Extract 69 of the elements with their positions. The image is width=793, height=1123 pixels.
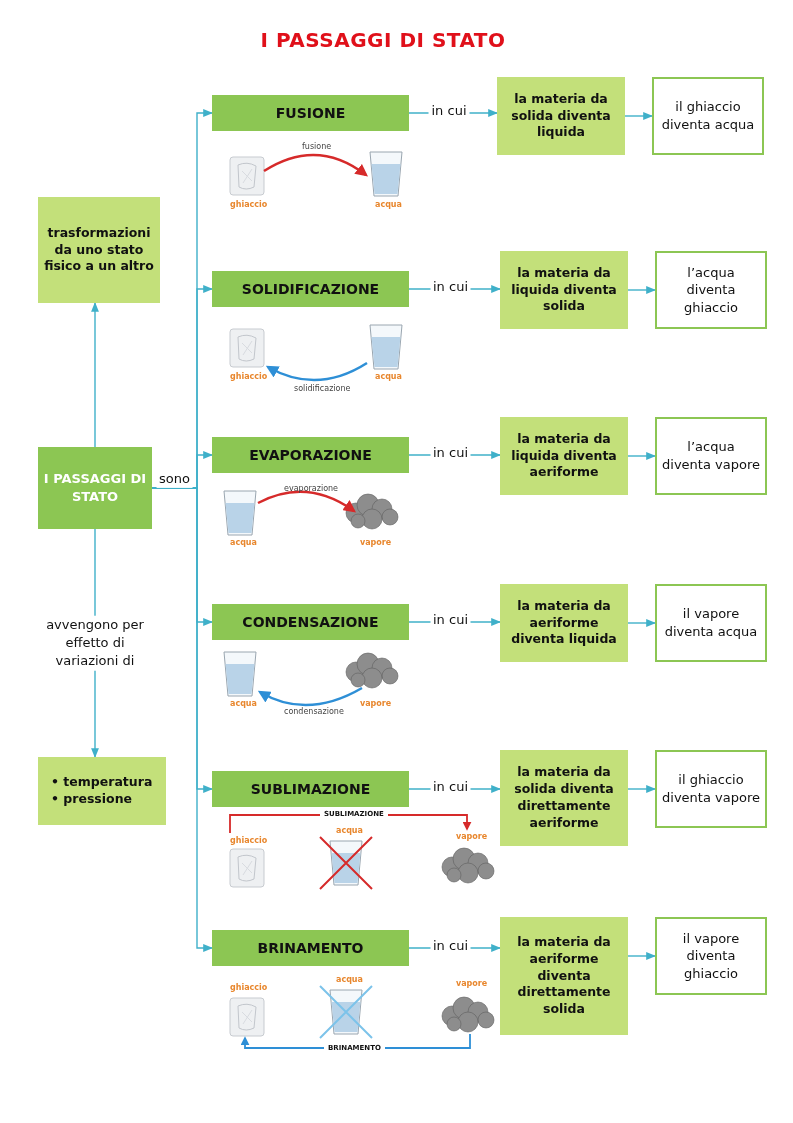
connector-arrow <box>627 286 656 294</box>
topic-box <box>38 447 152 529</box>
box-text: CONDENSAZIONE <box>242 612 379 632</box>
drawing-label: evaporazione <box>284 485 339 493</box>
connector-arrow <box>91 302 99 448</box>
connector-arrow <box>627 952 656 960</box>
example-box <box>655 917 767 995</box>
box-text: la materia da liquida diventa solida <box>510 264 618 316</box>
drawing-label: vapore <box>456 980 488 988</box>
box-text: FUSIONE <box>275 103 346 123</box>
drawing-label: condensazione <box>284 708 344 716</box>
box-text: l’acqua diventa ghiaccio <box>683 263 739 317</box>
box-text: la materia da solida diventa direttamente aeriforme <box>513 764 615 832</box>
list-item: • temperatura <box>50 774 153 791</box>
box-text: EVAPORAZIONE <box>249 445 372 465</box>
page-title: I PASSAGGI DI STATO <box>259 28 507 52</box>
concept-box <box>500 917 628 1035</box>
drawing-label: acqua <box>230 700 257 708</box>
box-text: l’acqua diventa vapore <box>662 438 760 474</box>
process-box <box>212 930 409 966</box>
process-box <box>212 771 409 807</box>
box-text: la materia da solida diventa liquida <box>510 90 612 142</box>
example-box <box>655 584 767 662</box>
box-text: SOLIDIFICAZIONE <box>241 279 380 299</box>
drawing-label: vapore <box>360 539 392 547</box>
drawing-label: fusione <box>302 143 332 151</box>
process-box <box>212 271 409 307</box>
box-text: la materia da aeriforme diventa liquida <box>510 597 618 649</box>
example-box <box>655 251 767 329</box>
drawing-label: ghiaccio <box>230 837 268 845</box>
connector-arrow <box>627 785 656 793</box>
box-text: BRINAMENTO <box>257 938 364 958</box>
box-text: il vapore diventa acqua <box>663 605 759 641</box>
concept-box <box>500 750 628 846</box>
example-box <box>652 77 764 155</box>
example-box <box>655 750 767 828</box>
process-box <box>212 604 409 640</box>
drawing-label: vapore <box>360 700 392 708</box>
concept-box <box>497 77 625 155</box>
box-text: la materia da liquida diventa aeriforme <box>510 430 618 482</box>
drawing-label: ghiaccio <box>230 984 268 992</box>
concept-box <box>38 197 160 303</box>
connector-arrow <box>627 619 656 627</box>
connector-arrow <box>627 452 656 460</box>
drawing-label: vapore <box>456 833 488 841</box>
box-text: I PASSAGGI DI STATO <box>43 470 147 506</box>
box-text: SUBLIMAZIONE <box>250 779 371 799</box>
box-text: il vapore diventa ghiaccio <box>681 929 741 983</box>
concept-box <box>500 417 628 495</box>
box-text: il ghiaccio diventa vapore <box>662 771 760 807</box>
connector-arrow <box>624 112 653 120</box>
box-text: trasformazioni da uno stato fisico a un altro <box>43 224 155 276</box>
box-text: il ghiaccio diventa acqua <box>660 98 756 134</box>
drawing-label: acqua <box>375 373 402 381</box>
drawing-label: solidificazione <box>294 385 351 393</box>
drawing-label: ghiaccio <box>230 201 268 209</box>
concept-box <box>500 251 628 329</box>
drawing-label: acqua <box>230 539 257 547</box>
drawing-label: acqua <box>336 827 363 835</box>
drawing-label: acqua <box>375 201 402 209</box>
drawing-label: acqua <box>336 976 363 984</box>
list-item: • pressione <box>50 791 133 808</box>
concept-box <box>38 757 166 825</box>
box-text: la materia da aeriforme diventa direttamente solida <box>516 933 612 1019</box>
process-box <box>212 437 409 473</box>
example-box <box>655 417 767 495</box>
drawing-label: ghiaccio <box>230 373 268 381</box>
concept-box <box>500 584 628 662</box>
process-box <box>212 95 409 131</box>
